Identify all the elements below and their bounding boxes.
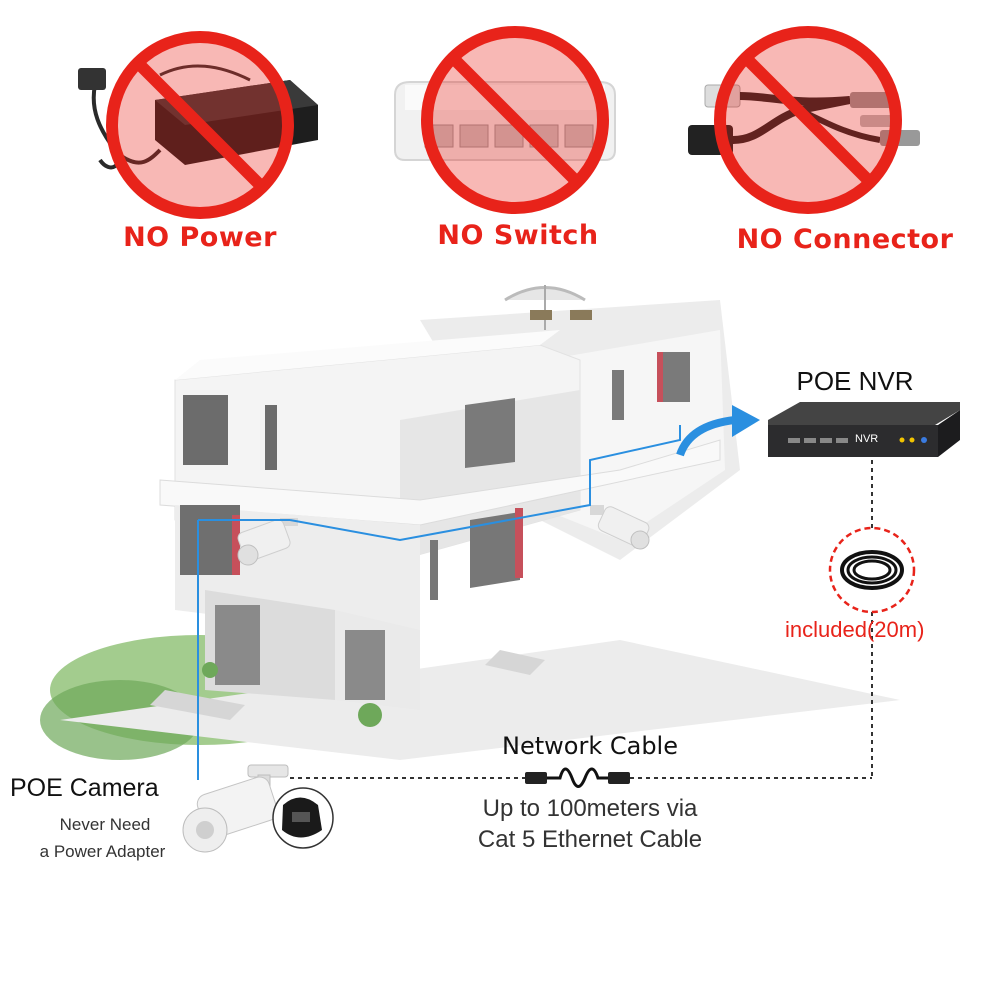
network-cable-line1: Up to 100meters via xyxy=(482,795,698,822)
no-switch-prohibition-icon xyxy=(421,26,609,214)
no-power-label: NO Power xyxy=(123,222,277,253)
nvr-title: POE NVR xyxy=(796,366,914,396)
dashed-network-line xyxy=(290,460,873,779)
poe-camera-image xyxy=(182,764,289,853)
no-power-prohibition-icon xyxy=(106,31,294,219)
arrow-to-nvr-icon xyxy=(676,405,760,457)
network-cable-line2: Cat 5 Ethernet Cable xyxy=(477,826,703,853)
nvr-device-image xyxy=(768,402,960,457)
cable-included-label: included(20m) xyxy=(785,617,925,642)
no-connector-label: NO Connector xyxy=(736,224,954,255)
network-cable-icon xyxy=(525,767,630,788)
poe-camera-title: POE Camera xyxy=(10,774,159,802)
no-switch-label: NO Switch xyxy=(437,220,599,251)
house-illustration xyxy=(40,285,900,760)
network-switch-image xyxy=(394,81,616,161)
rj45-port-icon xyxy=(272,787,334,849)
poe-camera-line1: Never Need xyxy=(59,815,151,834)
poe-wiring-line xyxy=(197,425,681,780)
no-connector-prohibition-icon xyxy=(714,26,902,214)
building-camera-right-icon xyxy=(590,505,650,550)
network-cable-title: Network Cable xyxy=(502,732,678,760)
cable-coil-icon xyxy=(828,526,916,614)
poe-camera-line2: a Power Adapter xyxy=(39,842,166,861)
building-camera-left-icon xyxy=(237,518,298,566)
nvr-device-label: NVR xyxy=(855,433,879,445)
